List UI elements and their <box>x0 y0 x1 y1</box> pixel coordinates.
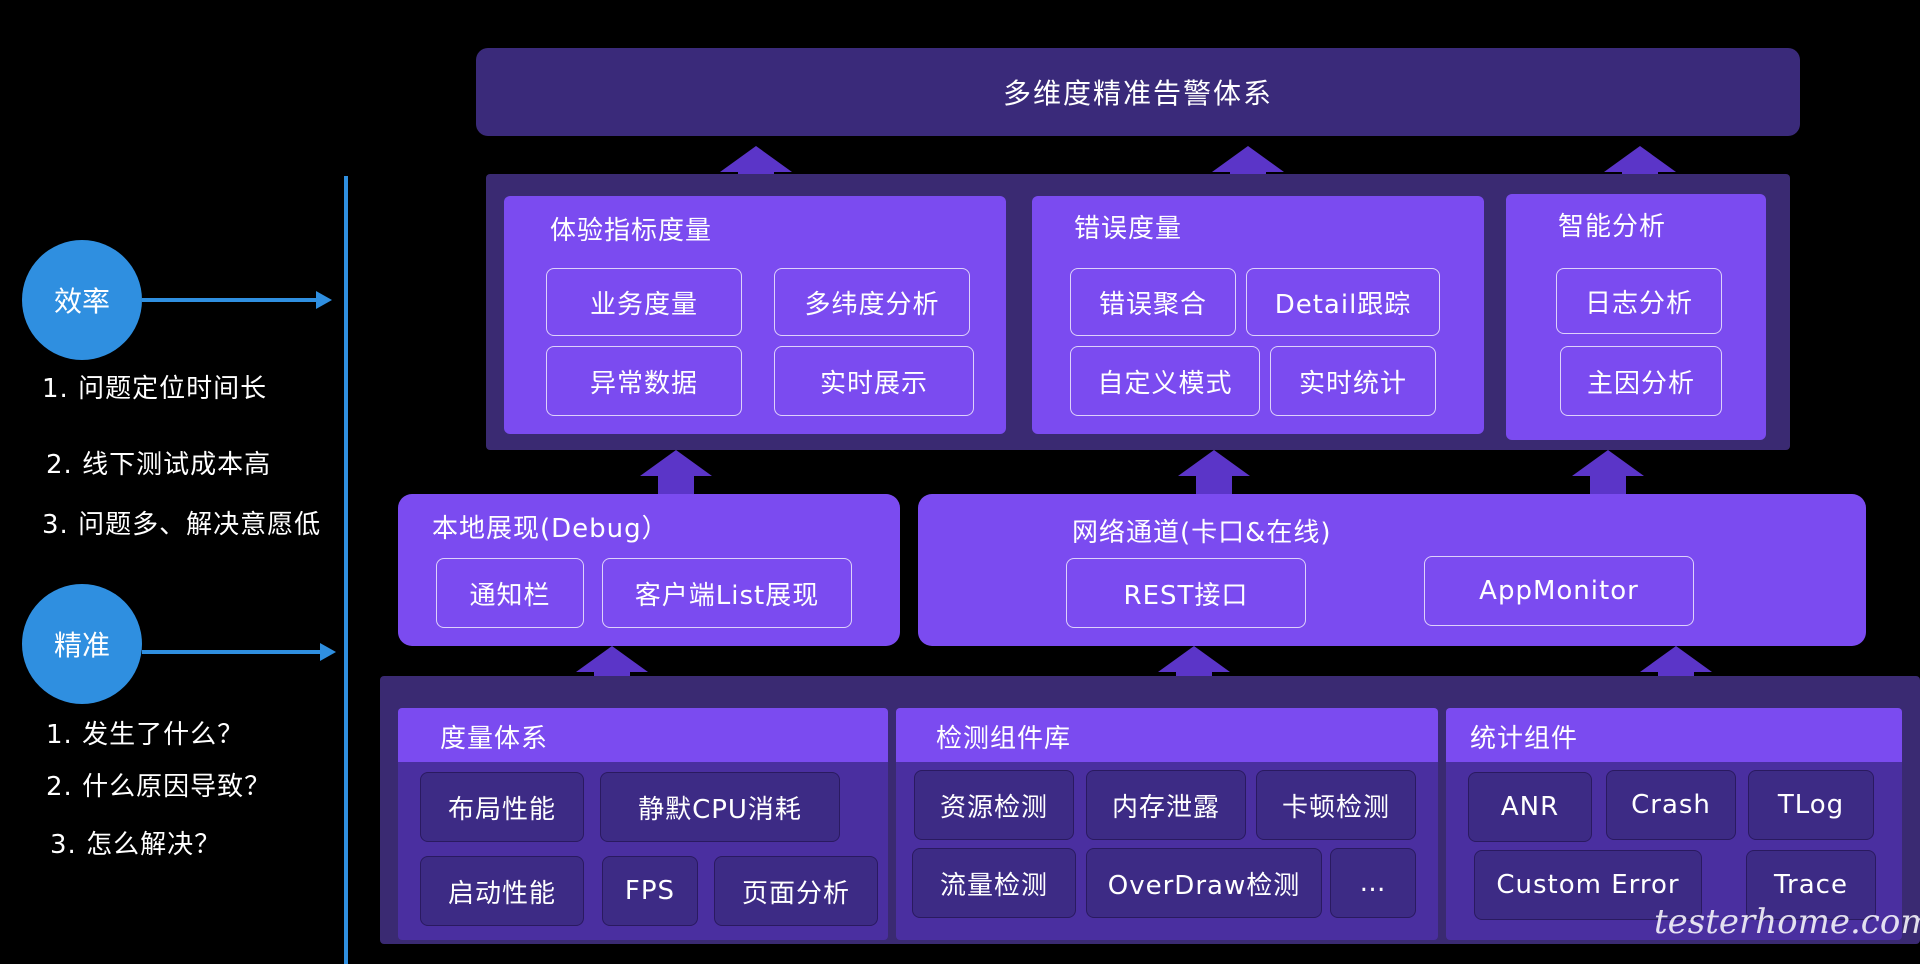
business-metrics-box: 业务度量 <box>546 268 742 336</box>
efficiency-note-1: 1. 问题定位时间长 <box>42 374 268 404</box>
alert-system-bar: 多维度精准告警体系 <box>476 48 1800 136</box>
network-channel-card: 网络通道(卡口&在线) REST接口 AppMonitor <box>918 494 1866 646</box>
efficiency-circle: 效率 <box>22 240 142 360</box>
experience-metrics-title: 体验指标度量 <box>550 216 713 246</box>
right-arrow-icon <box>316 291 332 309</box>
detection-library-card: 检测组件库 资源检测 内存泄露 卡顿检测 流量检测 OverDraw检测 … <box>896 708 1438 940</box>
metric-system-title: 度量体系 <box>440 724 549 754</box>
statistics-components-title: 统计组件 <box>1470 724 1579 754</box>
page-analysis-box: 页面分析 <box>714 856 878 926</box>
experience-metrics-card: 体验指标度量 业务度量 多纬度分析 异常数据 实时展示 <box>504 196 1006 434</box>
custom-error-box: Custom Error <box>1474 850 1702 920</box>
jank-detection-box: 卡顿检测 <box>1256 770 1416 840</box>
layout-performance-box: 布局性能 <box>420 772 584 842</box>
tlog-box: TLog <box>1748 770 1874 840</box>
efficiency-note-2: 2. 线下测试成本高 <box>46 450 272 480</box>
precision-note-1: 1. 发生了什么？ <box>46 720 245 750</box>
error-aggregation-box: 错误聚合 <box>1070 268 1236 336</box>
memory-leak-box: 内存泄露 <box>1086 770 1246 840</box>
fps-box: FPS <box>602 856 698 926</box>
alert-system-label: 多维度精准告警体系 <box>1002 77 1273 110</box>
realtime-statistics-box: 实时统计 <box>1270 346 1436 416</box>
multi-dimension-analysis-box: 多纬度分析 <box>774 268 970 336</box>
anr-box: ANR <box>1468 772 1592 842</box>
metric-system-card: 度量体系 布局性能 静默CPU消耗 启动性能 FPS 页面分析 <box>398 708 888 940</box>
efficiency-label: 效率 <box>53 285 110 318</box>
notification-bar-box: 通知栏 <box>436 558 584 628</box>
idle-cpu-consumption-box: 静默CPU消耗 <box>600 772 840 842</box>
network-channel-title: 网络通道(卡口&在线) <box>1072 518 1332 548</box>
precision-note-2: 2. 什么原因导致？ <box>46 772 272 802</box>
up-arrow-icon <box>640 450 712 504</box>
traffic-detection-box: 流量检测 <box>912 848 1076 918</box>
metric-system-header: 度量体系 <box>398 708 888 762</box>
right-arrow-icon <box>320 643 336 661</box>
resource-detection-box: 资源检测 <box>914 770 1074 840</box>
up-arrow-icon <box>1572 450 1644 504</box>
detection-library-title: 检测组件库 <box>936 724 1072 754</box>
smart-analysis-card: 智能分析 日志分析 主因分析 <box>1506 194 1766 440</box>
left-divider-line <box>344 176 348 964</box>
crash-box: Crash <box>1606 770 1736 840</box>
watermark: testerhome.com <box>1654 902 1920 942</box>
appmonitor-box: AppMonitor <box>1424 556 1694 626</box>
custom-mode-box: 自定义模式 <box>1070 346 1260 416</box>
startup-performance-box: 启动性能 <box>420 856 584 926</box>
precision-circle: 精准 <box>22 584 142 704</box>
root-cause-analysis-box: 主因分析 <box>1560 346 1722 416</box>
realtime-display-box: 实时展示 <box>774 346 974 416</box>
statistics-components-header: 统计组件 <box>1446 708 1902 762</box>
precision-arrow-line <box>142 650 322 654</box>
up-arrow-icon <box>1178 450 1250 504</box>
more-items-box: … <box>1330 848 1416 918</box>
detection-library-header: 检测组件库 <box>896 708 1438 762</box>
trace-box: Trace <box>1746 850 1876 920</box>
client-list-display-box: 客户端List展现 <box>602 558 852 628</box>
abnormal-data-box: 异常数据 <box>546 346 742 416</box>
precision-note-3: 3. 怎么解决？ <box>50 830 222 860</box>
smart-analysis-title: 智能分析 <box>1558 212 1667 242</box>
overdraw-detection-box: OverDraw检测 <box>1086 848 1322 918</box>
local-display-title: 本地展现(Debug） <box>432 514 669 544</box>
efficiency-arrow-line <box>142 298 318 302</box>
efficiency-note-3: 3. 问题多、解决意愿低 <box>42 510 322 540</box>
precision-label: 精准 <box>53 629 110 662</box>
log-analysis-box: 日志分析 <box>1556 268 1722 334</box>
detail-tracking-box: Detail跟踪 <box>1246 268 1440 336</box>
statistics-components-card: 统计组件 ANR Crash TLog Custom Error Trace <box>1446 708 1902 940</box>
local-display-card: 本地展现(Debug） 通知栏 客户端List展现 <box>398 494 900 646</box>
error-metrics-title: 错误度量 <box>1074 214 1183 244</box>
error-metrics-card: 错误度量 错误聚合 Detail跟踪 自定义模式 实时统计 <box>1032 196 1484 434</box>
rest-interface-box: REST接口 <box>1066 558 1306 628</box>
